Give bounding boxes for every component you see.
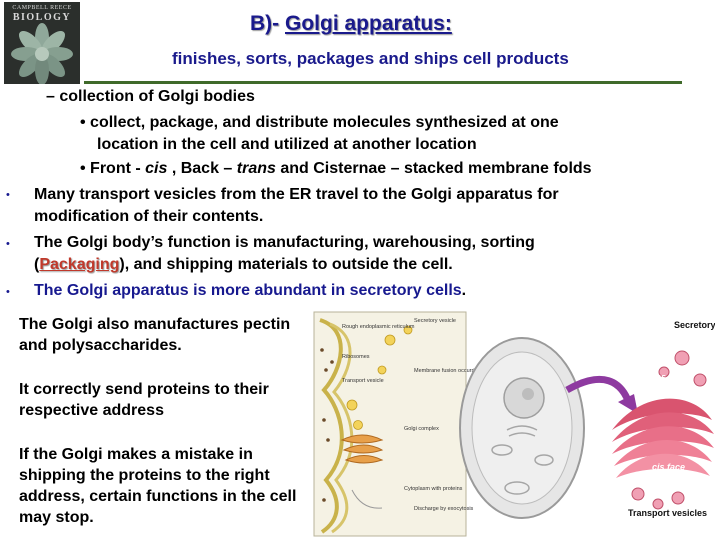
succulent-plant-image	[11, 23, 73, 84]
nucleolus	[522, 388, 534, 400]
golgi-vesicles	[631, 350, 707, 510]
golgi-stack-illustration	[612, 398, 714, 478]
label-cis-face: cis face	[652, 462, 685, 472]
side-paragraph-mistake: If the Golgi makes a mistake in shipping…	[19, 446, 297, 526]
label-transport-vesicles: Transport vesicles	[628, 508, 707, 518]
bullet-3: The Golgi apparatus is more abundant in …	[34, 281, 466, 300]
bullet-3-period: .	[461, 282, 467, 299]
slide-title: B)- Golgi apparatus:	[250, 12, 452, 36]
sub-item-2-trans: trans	[236, 160, 276, 177]
golgi-diagram: Rough endoplasmic reticulum Ribosomes Tr…	[313, 311, 715, 537]
bullet-3-text: The Golgi apparatus is more abundant in …	[34, 282, 462, 299]
diagram-label-exocytosis: Discharge by exocytosis	[414, 506, 474, 512]
bullet-2-line-2: (Packaging), and shipping materials to o…	[34, 255, 453, 274]
title-main: Golgi apparatus:	[285, 12, 452, 35]
zoom-arrowhead	[618, 394, 638, 414]
sub-item-2-part-e: and Cisternae – stacked membrane folds	[275, 160, 592, 177]
rough-er-membrane	[319, 318, 344, 534]
slide-subtitle: finishes, sorts, packages and ships cell…	[172, 49, 569, 68]
sub-item-1-line-2: location in the cell and utilized at ano…	[97, 136, 477, 153]
cell-inner	[471, 351, 573, 505]
sub-item-2-cis: cis	[145, 160, 168, 177]
label-secretory-vesicles: Secretory vesicles	[674, 320, 715, 330]
sub-item-2-part-c: , Back –	[167, 160, 237, 177]
diagram-label-cytoplasm: Cytoplasm with proteins	[404, 486, 463, 492]
ribosomes	[320, 348, 334, 502]
side-paragraph-pectin: The Golgi also manufactures pectin and p…	[19, 316, 291, 354]
bullet-icon: •	[6, 189, 10, 201]
logo-author: CAMPBELL REECE	[12, 5, 72, 11]
golgi-complex-illustration	[340, 434, 384, 464]
diagram-label-ribosomes: Ribosomes	[342, 354, 370, 360]
diagram-label-transport-vesicle: Transport vesicle	[342, 378, 384, 384]
bullet-1-line-1: Many transport vesicles from the ER trav…	[34, 186, 559, 203]
diagram-label-secretory-vesicle: Secretory vesicle	[414, 318, 456, 324]
sub-item-2: • Front - cis , Back – trans and Cistern…	[80, 159, 592, 178]
diagram-label-rough-er: Rough endoplasmic reticulum	[342, 324, 415, 330]
bullet-icon: •	[6, 238, 10, 250]
logo-title: BIOLOGY	[12, 12, 72, 23]
label-trans-face: trans face	[644, 372, 687, 382]
title-divider	[84, 81, 682, 84]
title-prefix: B)-	[250, 12, 285, 35]
bullet-icon: •	[6, 286, 10, 298]
dash-item: – collection of Golgi bodies	[46, 88, 255, 105]
rough-er-membrane-inner	[329, 322, 354, 534]
packaging-highlight: Packaging	[39, 256, 120, 273]
cytoplasm-arrow	[351, 489, 383, 509]
transport-vesicles	[346, 325, 413, 430]
bullet-2-line-1: The Golgi body’s function is manufacturi…	[34, 234, 535, 251]
diagram-label-golgi-complex: Golgi complex	[404, 426, 439, 432]
organelles	[491, 425, 554, 495]
book-cover-logo: CAMPBELL REECE BIOLOGY	[4, 2, 80, 84]
sub-item-1-line-1: • collect, package, and distribute molec…	[80, 114, 559, 131]
diagram-label-membrane-fusion: Membrane fusion occurring	[414, 368, 481, 374]
sub-item-2-part-a: • Front -	[80, 160, 146, 177]
bullet-1-line-2: modification of their contents.	[34, 208, 264, 225]
bullet-2-line-2-rest: ), and shipping materials to outside the…	[119, 256, 453, 273]
bullet-2-open-paren: (	[34, 256, 40, 273]
side-paragraph-address: It correctly send proteins to their resp…	[19, 381, 269, 419]
